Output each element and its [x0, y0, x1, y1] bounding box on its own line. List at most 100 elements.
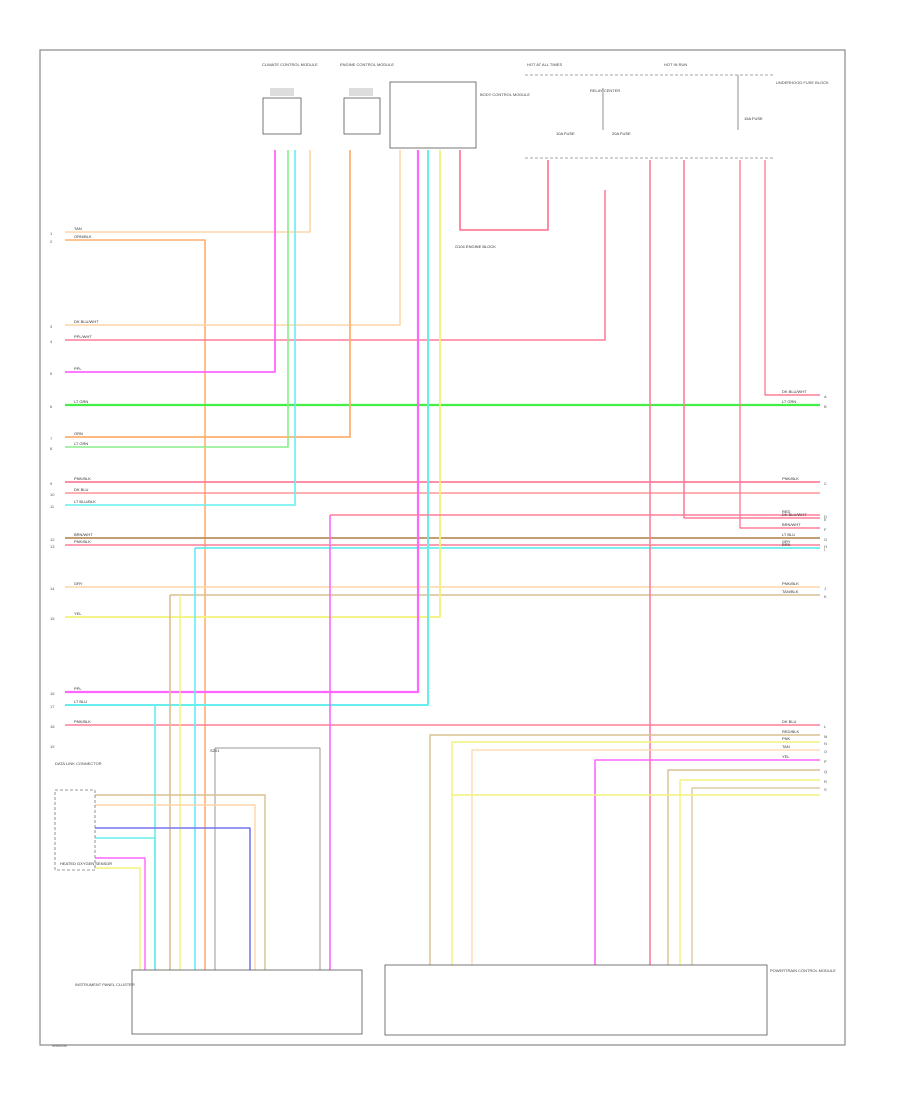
- left-marker-4: 5: [50, 371, 53, 376]
- left-marker-2: 3: [50, 324, 53, 329]
- left-wire-label-3: PPL/WHT: [74, 334, 92, 339]
- right-marker-9: J: [824, 586, 826, 591]
- right-marker-8: I: [824, 547, 825, 552]
- right-wire-label-3: RED: [782, 509, 791, 514]
- wire-3: [65, 190, 606, 341]
- right-marker-12: M: [824, 734, 827, 739]
- right-wire-label-4: DK BLU/WHT: [782, 512, 807, 517]
- wire-0: [65, 150, 311, 233]
- dashed-label-2: 15A FUSE: [744, 116, 763, 121]
- right-marker-16: Q: [824, 769, 827, 774]
- left-marker-6: 7: [50, 436, 53, 441]
- left-marker-13: 14: [50, 586, 55, 591]
- bottom-right-module-label: POWERTRAIN CONTROL MODULE: [770, 968, 836, 973]
- splice-label: S201: [210, 748, 220, 753]
- left-marker-16: 17: [50, 704, 55, 709]
- right-wire-label-11: DK BLU: [782, 719, 797, 724]
- right-wire-label-0: DK BLU/WHT: [782, 389, 807, 394]
- module-a-label: CLIMATE CONTROL MODULE: [262, 62, 318, 67]
- wire-1: [65, 239, 206, 970]
- left-marker-1: 2: [50, 239, 53, 244]
- dashed-label-1: 20A FUSE: [612, 131, 631, 136]
- left-wire-label-4: PPL: [74, 366, 82, 371]
- wire-35: [95, 837, 156, 970]
- left-wire-label-16: LT BLU: [74, 699, 87, 704]
- wire-33: [95, 804, 256, 970]
- wire-24: [764, 160, 820, 396]
- bottom-right-module: POWERTRAIN CONTROL MODULE: [384, 964, 836, 1036]
- left-wire-label-14: YEL: [74, 611, 82, 616]
- left-marker-7: 8: [50, 446, 53, 451]
- right-wire-label-8: BRN: [782, 542, 791, 547]
- right-marker-5: F: [824, 527, 827, 532]
- wire-39: [451, 741, 820, 970]
- right-marker-15: P: [824, 759, 827, 764]
- left-wire-label-17: PNK/BLK: [74, 719, 91, 724]
- wire-23: [739, 160, 820, 529]
- left-wire-label-11: BRN/WHT: [74, 532, 93, 537]
- module-b-label: ENGINE CONTROL MODULE: [340, 62, 394, 67]
- right-wire-label-13: PNK: [782, 736, 791, 741]
- fuse-block: HOT AT ALL TIMES HOT IN RUN UNDERHOOD FU…: [525, 62, 829, 159]
- wire-37: [95, 867, 141, 970]
- top-module-b: ENGINE CONTROL MODULE: [340, 62, 394, 135]
- wire-22: [683, 160, 820, 519]
- left-wire-label-6: ORN: [74, 431, 83, 436]
- fuse-block-label: UNDERHOOD FUSE BLOCK: [776, 80, 829, 85]
- right-marker-13: N: [824, 741, 827, 746]
- bottom-left-module: INSTRUMENT PANEL CLUSTER: [75, 969, 363, 1035]
- right-marker-18: S: [824, 787, 827, 792]
- wire-4: [65, 150, 276, 373]
- right-marker-4: E: [824, 517, 827, 522]
- wire-20: [459, 150, 549, 231]
- right-marker-1: B: [824, 404, 827, 409]
- right-wire-label-10: TAN/BLK: [782, 589, 799, 594]
- wire-16: [65, 150, 441, 618]
- left-wire-label-1: ORN/BLK: [74, 234, 92, 239]
- right-wire-label-14: TAN: [782, 744, 790, 749]
- wire-32: [95, 794, 266, 970]
- left-marker-12: 13: [50, 544, 55, 549]
- left-marker-15: 16: [50, 691, 55, 696]
- wire-7: [65, 150, 289, 448]
- left-wire-label-7: LT GRN: [74, 441, 88, 446]
- wire-38: [429, 734, 820, 970]
- right-wire-label-1: LT GRN: [782, 399, 796, 404]
- hot-at-all-times-label: HOT AT ALL TIMES: [527, 62, 562, 67]
- left-marker-5: 6: [50, 404, 53, 409]
- top-module-a: CLIMATE CONTROL MODULE: [262, 62, 318, 135]
- left-marker-0: 1: [50, 231, 53, 236]
- wire-17: [65, 150, 420, 694]
- dashed-label-0: 10A FUSE: [556, 131, 575, 136]
- right-wire-label-7: GRY: [782, 539, 791, 544]
- wire-36: [95, 857, 146, 970]
- wire-18: [65, 150, 429, 706]
- sensor-group-label: HEATED OXYGEN SENSOR: [60, 861, 112, 866]
- right-marker-10: K: [824, 594, 827, 599]
- relay-center-label: RELAY CENTER: [590, 88, 620, 93]
- wire-6: [65, 150, 351, 438]
- left-wire-label-9: DK BLU: [74, 487, 89, 492]
- left-marker-10: 11: [50, 504, 55, 509]
- right-marker-2: C: [824, 481, 827, 486]
- hot-in-run-label: HOT IN RUN: [664, 62, 687, 67]
- wire-10: [65, 150, 296, 506]
- left-wire-label-8: PNK/BLK: [74, 476, 91, 481]
- wire-layer: [65, 150, 820, 970]
- right-marker-7: H: [824, 544, 827, 549]
- left-wire-label-10: LT BLU/BLK: [74, 499, 96, 504]
- left-marker-17: 18: [50, 724, 55, 729]
- wire-34: [95, 827, 251, 970]
- right-marker-14: O: [824, 749, 827, 754]
- left-marker-14: 15: [50, 616, 55, 621]
- wire-41: [594, 759, 820, 970]
- diagram-frame: [39, 49, 846, 1046]
- right-wire-label-9: PNK/BLK: [782, 581, 799, 586]
- left-wire-label-2: DK BLU/WHT: [74, 319, 99, 324]
- left-marker-11: 12: [50, 537, 55, 542]
- left-marker-18: 19: [50, 744, 55, 749]
- module-c-label: BODY CONTROL MODULE: [480, 92, 530, 97]
- left-wire-label-13: GRY: [74, 581, 83, 586]
- right-wire-label-15: YEL: [782, 754, 790, 759]
